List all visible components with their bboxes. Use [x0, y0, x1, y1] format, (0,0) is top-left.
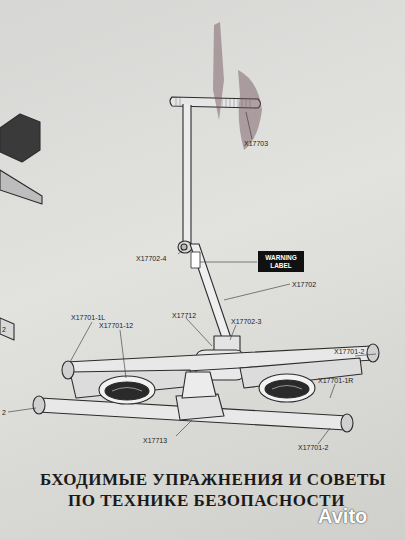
- heading-text: БХОДИМЫЕ УПРАЖНЕНИЯ И СОВЕТЫ: [40, 471, 386, 488]
- callout-number: X17712: [172, 312, 196, 319]
- end-cap: [367, 344, 379, 362]
- heading-text: ПО ТЕХНИКЕ БЕЗОПАСНОСТИ: [68, 492, 345, 509]
- callout-number: X17701-1R: [318, 377, 353, 384]
- callout-number: X17701-2: [298, 444, 328, 451]
- leader-line: [8, 112, 376, 444]
- left-pedal: [99, 376, 155, 404]
- callout-number: X17701-1L: [71, 314, 105, 321]
- callout-number: X17701-12: [99, 322, 133, 329]
- callout-number: 2: [2, 409, 6, 416]
- callout-number: X17702: [292, 281, 316, 288]
- previous-figure: [0, 114, 40, 162]
- upper-post: [183, 104, 191, 244]
- previous-figure: [0, 170, 42, 204]
- callout-number: X17713: [143, 437, 167, 444]
- callout-number: X17702-3: [231, 318, 261, 325]
- callout-number: X17701-2: [334, 348, 364, 355]
- warning-label: WARNING LABEL: [258, 251, 304, 272]
- watermark: Avito: [318, 506, 367, 526]
- end-cap: [33, 396, 45, 414]
- end-cap: [341, 414, 353, 432]
- callout-number: X17703: [244, 140, 268, 147]
- callout-number: 2: [2, 326, 6, 333]
- label-text: WARNING LABEL: [261, 254, 301, 269]
- adjust-knob: [178, 241, 192, 253]
- ink-stain: [213, 22, 262, 150]
- callout-number: X17702-4: [136, 255, 166, 262]
- end-cap: [62, 361, 74, 379]
- right-pedal: [259, 374, 315, 402]
- lower-post: [190, 244, 231, 338]
